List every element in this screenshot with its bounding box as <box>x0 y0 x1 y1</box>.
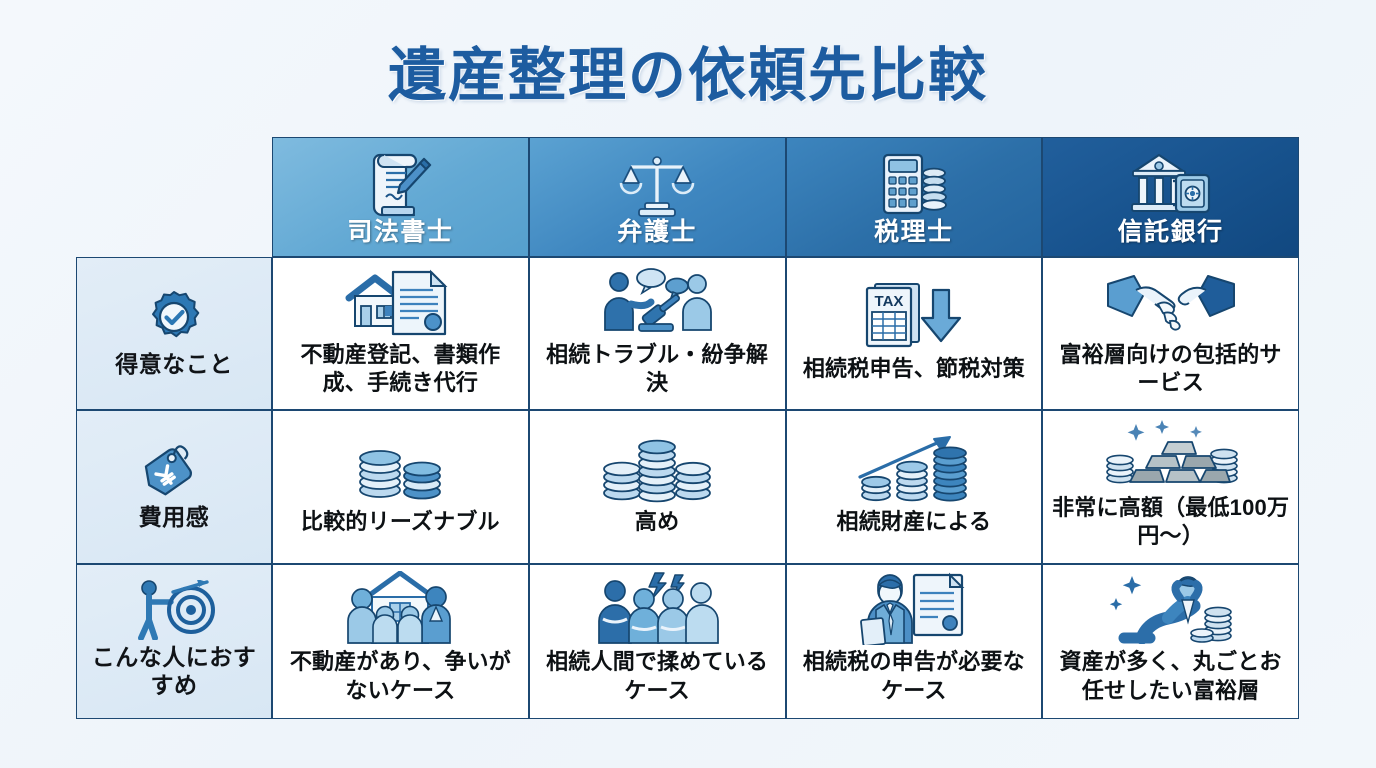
table-row: 費用感 <box>76 410 1299 564</box>
cell-text: 相続税申告、節税対策 <box>802 356 1025 382</box>
tax-form-arrow-icon: TAX <box>793 278 1036 352</box>
cell-text: 不動産があり、争いがないケース <box>289 649 511 703</box>
comparison-table-container: 司法書士 弁護士 <box>76 137 1299 719</box>
cell-text: 相続税の申告が必要なケース <box>802 649 1025 703</box>
handshake-icon <box>1049 264 1292 338</box>
column-header-trust-bank[interactable]: 信託銀行 <box>1042 137 1299 257</box>
column-header-label: 税理士 <box>874 218 954 246</box>
two-coin-stacks-icon <box>279 431 522 505</box>
bank-safe-icon <box>1043 146 1298 224</box>
gold-bars-icon <box>1049 417 1292 491</box>
person-target-icon <box>81 579 267 641</box>
row-label-text: こんな人におすすめ <box>91 644 257 699</box>
cell-text: 高め <box>634 509 680 535</box>
conflict-people-icon <box>536 571 779 645</box>
table-row: 得意なこと <box>76 257 1299 411</box>
scales-of-justice-icon <box>530 146 785 224</box>
row-label-text: 得意なこと <box>115 350 233 377</box>
three-coin-stacks-icon <box>536 431 779 505</box>
yen-price-tag-icon <box>81 439 267 501</box>
cell-text: 相続人間で揉めているケース <box>546 649 769 703</box>
relaxed-wealthy-person-icon <box>1049 571 1292 645</box>
comparison-table: 司法書士 弁護士 <box>76 137 1299 719</box>
cell-cost-lawyer: 高め <box>528 410 786 564</box>
cell-text: 資産が多く、丸ごとお任せしたい富裕層 <box>1059 649 1282 703</box>
svg-text:TAX: TAX <box>874 293 903 310</box>
family-house-icon <box>279 571 522 645</box>
cell-cost-tax-accountant: 相続財産による <box>785 410 1043 564</box>
table-header-row: 司法書士 弁護士 <box>76 137 1299 257</box>
cell-text: 相続トラブル・紛争解決 <box>546 342 769 396</box>
cell-recommended-lawyer: 相続人間で揉めているケース <box>528 563 786 719</box>
cell-recommended-tax-accountant: 相続税の申告が必要なケース <box>785 563 1043 719</box>
cell-text: 比較的リーズナブル <box>301 509 500 535</box>
cell-text: 富裕層向けの包括的サービス <box>1059 342 1282 396</box>
column-header-judicial-scrivener[interactable]: 司法書士 <box>272 137 529 257</box>
cell-text: 相続財産による <box>836 509 992 535</box>
row-label-recommended-for: こんな人におすすめ <box>76 563 272 719</box>
cell-text: 不動産登記、書類作成、手続き代行 <box>300 342 501 396</box>
gear-check-icon <box>81 286 267 348</box>
cell-recommended-trust-bank: 資産が多く、丸ごとお任せしたい富裕層 <box>1042 563 1299 719</box>
cell-strengths-tax-accountant: TAX 相続税申告、節税対策 <box>785 257 1043 411</box>
dispute-gavel-icon <box>536 264 779 338</box>
row-label-strengths: 得意なこと <box>76 257 272 411</box>
cell-strengths-lawyer: 相続トラブル・紛争解決 <box>528 257 786 411</box>
scroll-pen-icon <box>273 146 528 224</box>
column-header-tax-accountant[interactable]: 税理士 <box>785 137 1043 257</box>
column-header-label: 信託銀行 <box>1117 218 1224 246</box>
cell-cost-trust-bank: 非常に高額（最低100万円〜） <box>1042 410 1299 564</box>
page-title: 遺産整理の依頼先比較 <box>387 43 988 108</box>
cell-text: 非常に高額（最低100万円〜） <box>1052 495 1290 549</box>
rising-coins-arrow-icon <box>793 431 1036 505</box>
column-header-lawyer[interactable]: 弁護士 <box>528 137 786 257</box>
cell-strengths-trust-bank: 富裕層向けの包括的サービス <box>1042 257 1299 411</box>
cell-cost-judicial-scrivener: 比較的リーズナブル <box>272 410 529 564</box>
house-document-icon <box>279 264 522 338</box>
calculator-coins-icon <box>787 146 1042 224</box>
cell-strengths-judicial-scrivener: 不動産登記、書類作成、手続き代行 <box>272 257 529 411</box>
row-label-text: 費用感 <box>138 503 210 530</box>
table-row: こんな人におすすめ <box>76 563 1299 719</box>
corner-blank-cell <box>76 137 272 257</box>
column-header-label: 弁護士 <box>617 218 697 246</box>
advisor-document-icon <box>793 571 1036 646</box>
column-header-label: 司法書士 <box>347 218 454 246</box>
cell-recommended-judicial-scrivener: 不動産があり、争いがないケース <box>272 563 529 719</box>
row-label-cost: 費用感 <box>76 410 272 564</box>
